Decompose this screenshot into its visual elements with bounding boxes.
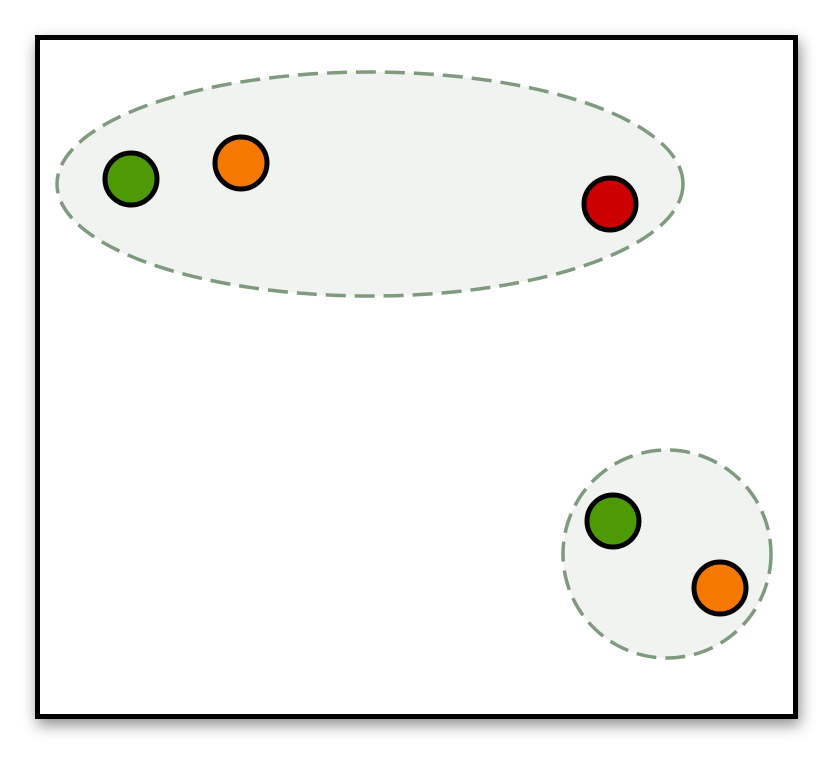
cluster-bottom-right (561, 448, 773, 660)
node-orange-2 (691, 559, 749, 617)
node-orange-1 (212, 134, 270, 192)
node-green-1 (102, 150, 160, 208)
node-green-2 (584, 492, 642, 550)
node-red-1 (581, 175, 639, 233)
cluster-top (55, 70, 685, 298)
